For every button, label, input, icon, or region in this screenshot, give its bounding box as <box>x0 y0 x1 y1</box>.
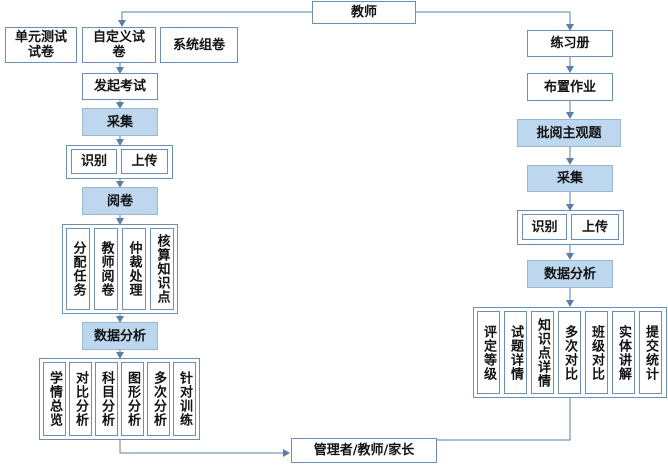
upload-node-right: 上传 <box>571 214 619 240</box>
teacher-node: 教师 <box>312 1 416 24</box>
analysis-item-comparison: 对比分析 <box>69 362 92 436</box>
analysis-node-right: 数据分析 <box>527 260 613 288</box>
arrow-teacher-to-sources <box>118 11 312 27</box>
analysis-item-targeted-training: 针对训练 <box>173 362 196 436</box>
grading-item-arbitration: 仲裁处理 <box>122 228 146 310</box>
analysis-item-graphic: 图形分析 <box>121 362 144 436</box>
source-system-paper: 系统组卷 <box>160 27 238 63</box>
analysis-item-overview: 学情总览 <box>43 362 66 436</box>
source-custom-paper: 自定义试卷 <box>82 27 156 63</box>
grading-item-assign-task: 分配任务 <box>66 228 90 310</box>
upload-node-left: 上传 <box>121 149 168 174</box>
recipients-node: 管理者/教师/家长 <box>291 438 437 463</box>
review-subjective-node: 批阅主观题 <box>517 119 621 147</box>
collect-node-left: 采集 <box>82 108 158 136</box>
analysis-item-multiple: 多次分析 <box>147 362 170 436</box>
source-unit-test: 单元测试试卷 <box>5 27 77 63</box>
workbook-node: 练习册 <box>527 30 613 57</box>
analysis-item-knowledge-detail: 知识点详情 <box>531 311 554 394</box>
arrow-right-to-recipients <box>418 398 571 449</box>
grading-node: 阅卷 <box>82 187 158 215</box>
launch-exam-node: 发起考试 <box>82 73 158 100</box>
analysis-node-left: 数据分析 <box>82 322 158 350</box>
analysis-item-class-compare: 班级对比 <box>585 311 608 394</box>
analysis-item-submission-stats: 提交统计 <box>639 311 662 394</box>
collect-node-right: 采集 <box>527 165 613 192</box>
assign-homework-node: 布置作业 <box>527 73 613 101</box>
recognize-node-left: 识别 <box>71 149 117 174</box>
analysis-item-multi-compare: 多次对比 <box>558 311 581 394</box>
analysis-item-subject: 科目分析 <box>95 362 118 436</box>
arrow-left-to-recipients <box>119 440 290 457</box>
analysis-item-grade-rating: 评定等级 <box>477 311 500 394</box>
recognize-node-right: 识别 <box>522 214 567 240</box>
arrow-teacher-to-workbook <box>416 11 574 31</box>
analysis-item-question-detail: 试题详情 <box>504 311 527 394</box>
grading-item-teacher-marking: 教师阅卷 <box>94 228 118 310</box>
analysis-item-physical-explain: 实体讲解 <box>612 311 635 394</box>
grading-item-knowledge-points: 核算知识点 <box>150 228 174 310</box>
